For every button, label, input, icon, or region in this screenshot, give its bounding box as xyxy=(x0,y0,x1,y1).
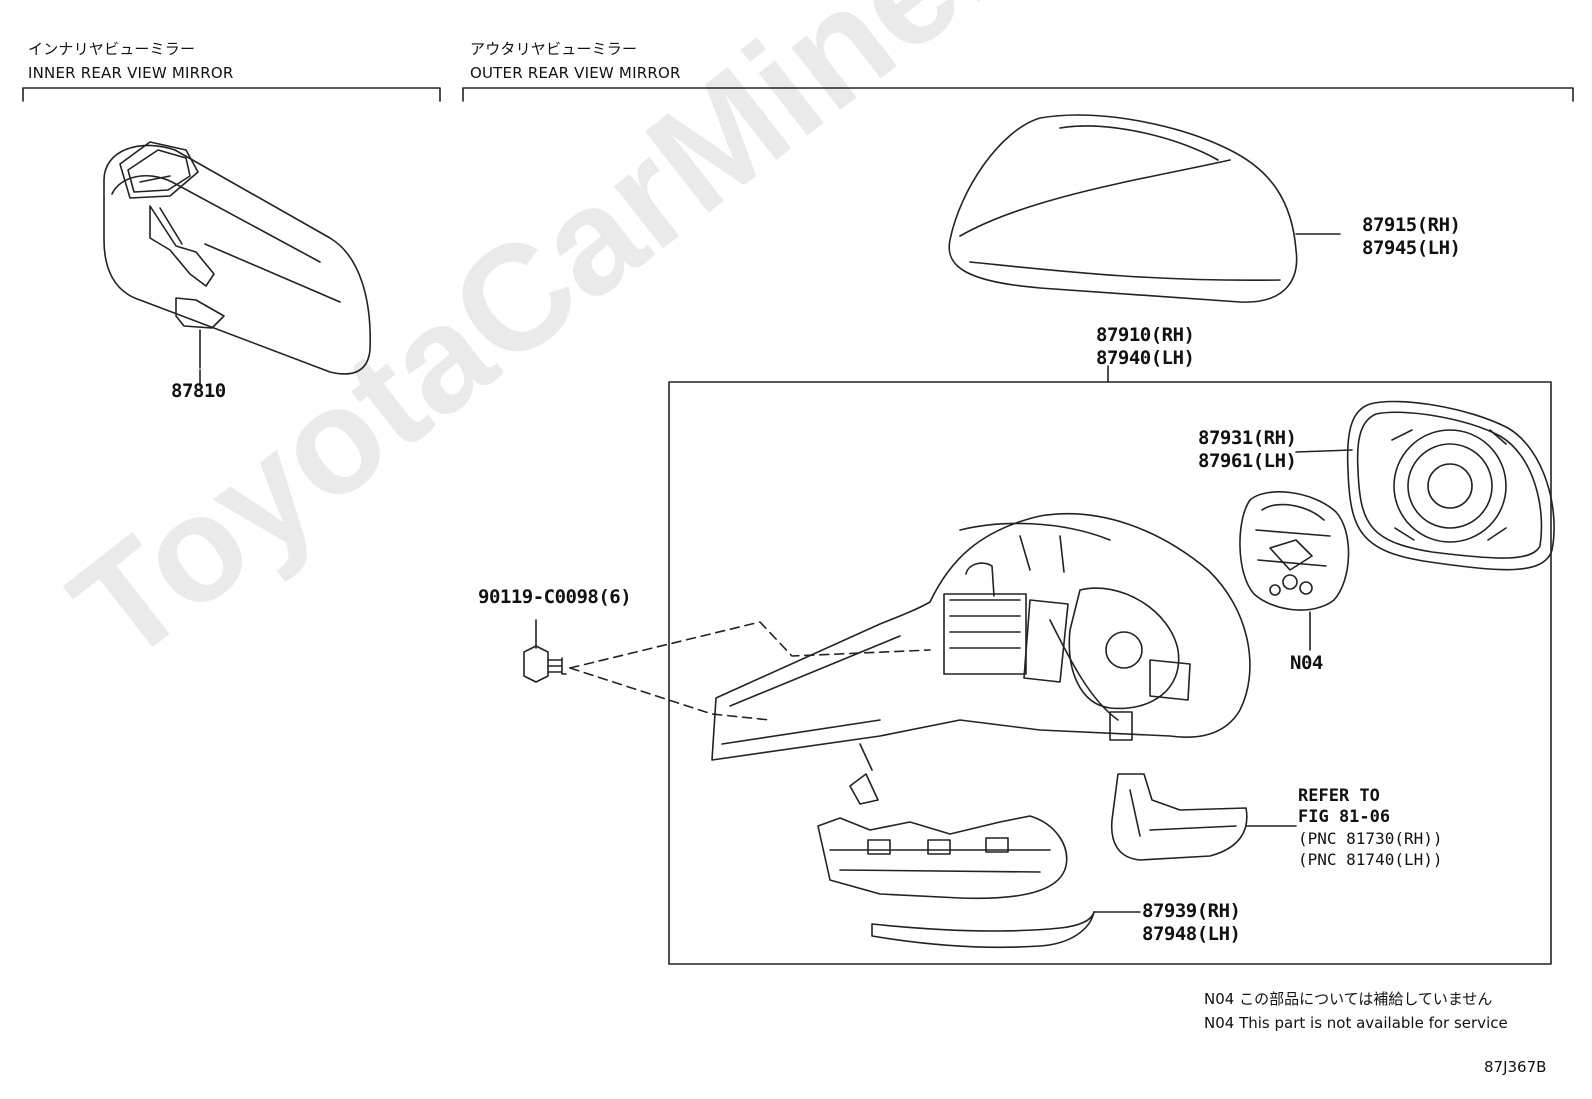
section-bracket-inner xyxy=(22,87,441,102)
reference-line-2: FIG 81-06 xyxy=(1298,807,1391,827)
part-number-garnish-rh[interactable]: 87939(RH) xyxy=(1142,900,1241,922)
part-number-actuator[interactable]: N04 xyxy=(1290,652,1323,674)
inner-mirror-header-en: INNER REAR VIEW MIRROR xyxy=(28,64,234,82)
part-number-cover-rh[interactable]: 87915(RH) xyxy=(1362,214,1461,236)
part-number-garnish-lh[interactable]: 87948(LH) xyxy=(1142,923,1241,945)
part-number-assembly-rh[interactable]: 87910(RH) xyxy=(1096,324,1195,346)
reference-callout[interactable]: REFER TO FIG 81-06 (PNC 81730(RH)) (PNC … xyxy=(1298,786,1443,870)
actuator-illustration xyxy=(1239,491,1350,651)
mirror-cover-illustration xyxy=(948,114,1341,303)
note-en: N04 This part is not available for servi… xyxy=(1204,1014,1508,1032)
part-number-screw[interactable]: 90119-C0098(6) xyxy=(478,586,632,608)
inner-mirror-header-jp: インナリヤビューミラー xyxy=(28,40,196,58)
part-number-inner-mirror[interactable]: 87810 xyxy=(171,380,226,402)
part-number-cover-lh[interactable]: 87945(LH) xyxy=(1362,237,1461,259)
reference-line-4: (PNC 81740(LH)) xyxy=(1298,850,1443,869)
screw-illustration xyxy=(523,619,931,721)
outer-mirror-header-en: OUTER REAR VIEW MIRROR xyxy=(470,64,681,82)
mirror-glass-illustration xyxy=(1295,400,1555,571)
note-jp: N04 この部品については補給していません xyxy=(1204,990,1493,1008)
part-number-assembly-lh[interactable]: 87940(LH) xyxy=(1096,347,1195,369)
part-number-glass-rh[interactable]: 87931(RH) xyxy=(1198,427,1297,449)
outer-mirror-header-jp: アウタリヤビューミラー xyxy=(470,40,638,58)
assembly-box xyxy=(668,365,1552,965)
reference-line-3: (PNC 81730(RH)) xyxy=(1298,829,1443,848)
mirror-housing-illustration xyxy=(711,512,1251,805)
section-bracket-outer xyxy=(462,87,1574,102)
turn-signal-illustration xyxy=(1110,773,1297,861)
lower-cover-illustration xyxy=(817,815,1068,900)
part-number-glass-lh[interactable]: 87961(LH) xyxy=(1198,450,1297,472)
garnish-illustration xyxy=(871,911,1141,949)
reference-line-1: REFER TO xyxy=(1298,786,1380,806)
inner-mirror-illustration xyxy=(103,141,372,375)
figure-id: 87J367B xyxy=(1484,1058,1547,1076)
